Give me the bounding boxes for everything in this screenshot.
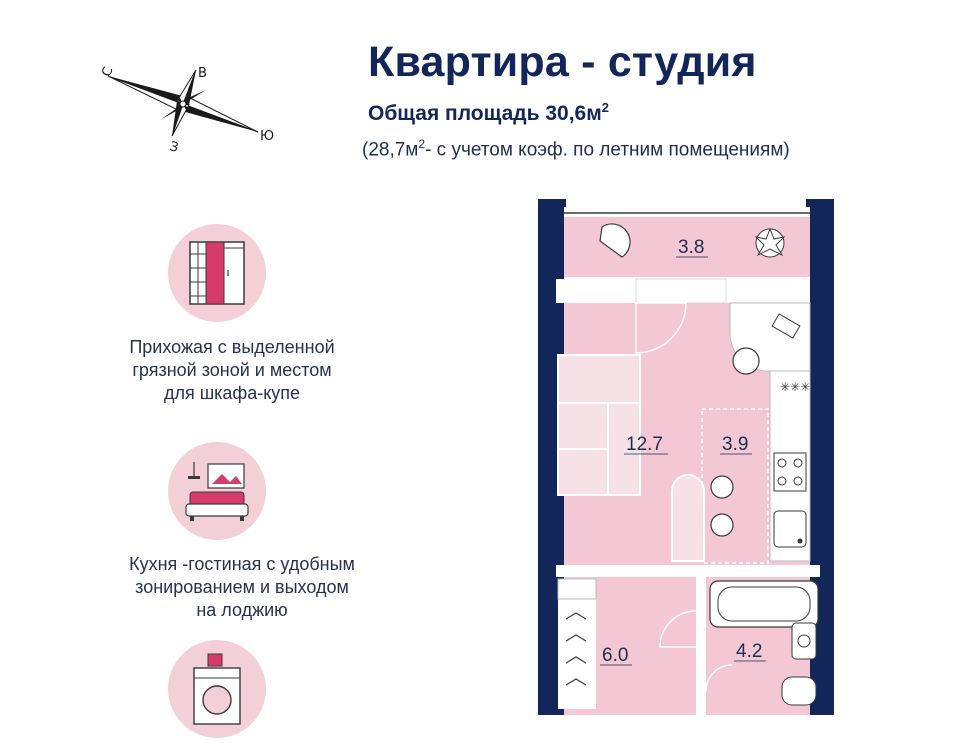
total-area: Общая площадь 30,6м2 bbox=[368, 100, 609, 126]
feature-living-line-2: зонированием и выходом bbox=[135, 577, 349, 597]
washing-machine-icon bbox=[193, 653, 241, 725]
total-area-label: Общая площадь 30,6м bbox=[368, 102, 602, 125]
kitchen-area: 3.9 bbox=[722, 434, 748, 455]
compass-north-label: С bbox=[99, 65, 116, 79]
hallway-area: 6.0 bbox=[602, 645, 628, 666]
living-room-icon bbox=[185, 462, 249, 521]
compass-rose-icon: С В Ю З bbox=[99, 65, 274, 156]
coefficient-area-note: (28,7м2- с учетом коэф. по летним помеще… bbox=[362, 137, 790, 161]
coef-rest: - с учетом коэф. по летним помещениям) bbox=[425, 139, 790, 161]
floor-plan: ✳✳✳ 3.8 12.7 3.9 6.0 4.2 bbox=[538, 199, 834, 715]
feature-laundry-circle bbox=[168, 640, 266, 738]
feature-hallway-line-1: Прихожая с выделенной bbox=[129, 337, 335, 357]
lounge-chair-icon bbox=[599, 223, 631, 258]
coef-unit-sup: 2 bbox=[418, 137, 426, 151]
compass-south-label: Ю bbox=[260, 129, 274, 144]
feature-living-text: Кухня -гостиная с удобным зонированием и… bbox=[92, 553, 392, 622]
feature-living-line-1: Кухня -гостиная с удобным bbox=[129, 554, 355, 574]
compass-east-label: В bbox=[198, 66, 207, 81]
loggia-area: 3.8 bbox=[678, 237, 704, 258]
wardrobe-icon bbox=[189, 241, 245, 305]
plant-icon bbox=[754, 227, 786, 258]
feature-hallway-line-2: грязной зоной и местом bbox=[132, 360, 332, 380]
compass-west-label: З bbox=[168, 139, 180, 156]
living-room-area: 12.7 bbox=[626, 434, 663, 455]
bathroom-area: 4.2 bbox=[736, 641, 762, 662]
coef-open: (28,7м bbox=[362, 139, 419, 161]
total-area-unit-sup: 2 bbox=[601, 100, 609, 115]
feature-hallway-circle bbox=[168, 224, 266, 322]
feature-hallway-text: Прихожая с выделенной грязной зоной и ме… bbox=[82, 336, 382, 405]
page-title: Квартира - студия bbox=[368, 38, 757, 86]
feature-living-circle bbox=[168, 442, 266, 540]
svg-text:✳✳✳: ✳✳✳ bbox=[780, 380, 810, 394]
hanger-icons bbox=[565, 612, 587, 686]
feature-hallway-line-3: для шкафа-купе bbox=[163, 383, 301, 403]
feature-living-line-3: на лоджию bbox=[196, 600, 288, 620]
